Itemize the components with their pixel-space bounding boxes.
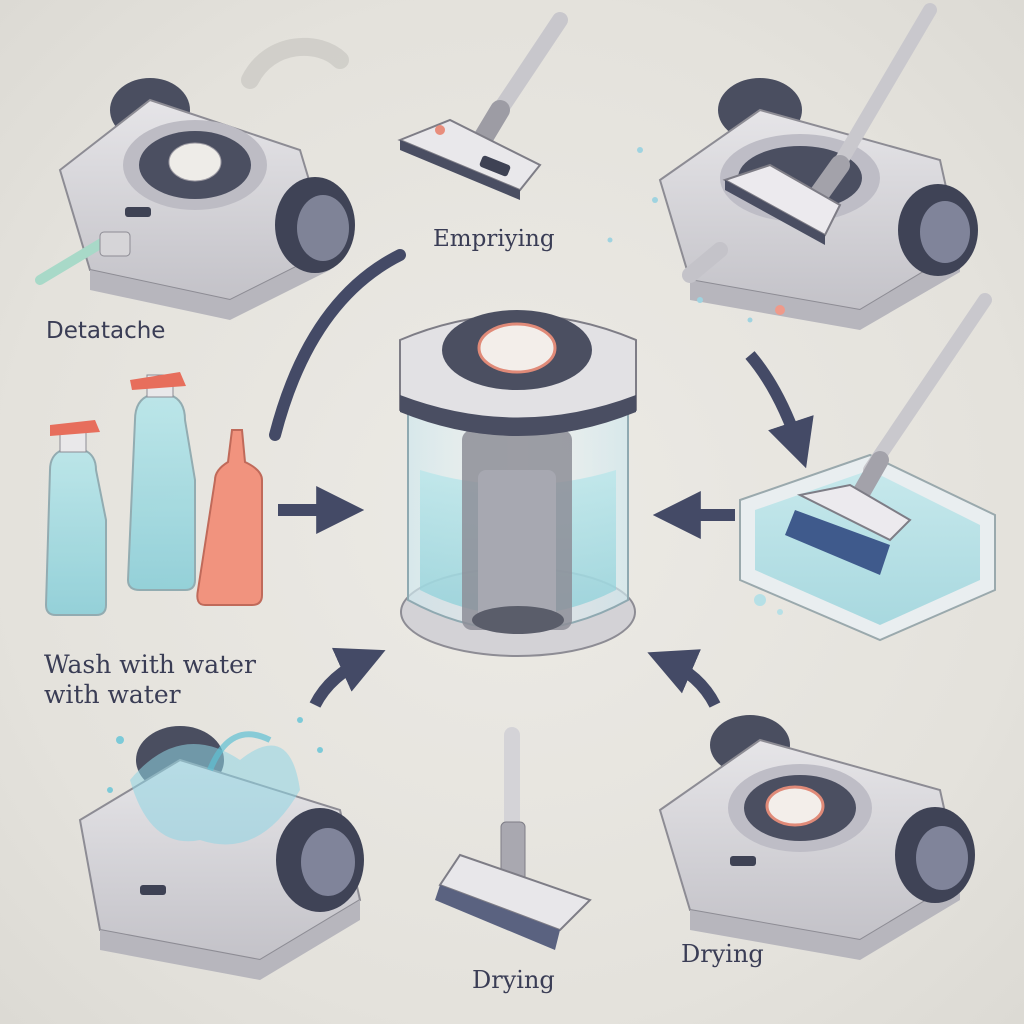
label-drying-bottom: Drying [472, 966, 555, 994]
label-emptying: Empriying [433, 226, 555, 252]
robot-vacuum-emptying [607, 3, 978, 330]
handheld-brush [435, 727, 592, 950]
arrow-curve-top-right [745, 351, 814, 469]
label-drying-right: Drying [681, 940, 764, 968]
label-wash-line2: with water [44, 680, 181, 709]
cleaning-bottles [44, 372, 263, 616]
arrow-curve-bottom-left [309, 647, 386, 708]
arrow-curve-bottom-right [647, 649, 721, 708]
robot-vacuum-drying [658, 715, 975, 960]
arrow-curve-top-left [269, 249, 406, 441]
cycle-arrows [269, 249, 814, 708]
label-detach: Detatache [46, 318, 166, 344]
robot-vacuum-washing [78, 717, 364, 980]
dust-container [399, 310, 637, 657]
robot-vacuum-detach [35, 37, 355, 320]
rinse-tray [739, 293, 996, 642]
label-wash-line1: Wash with water [44, 650, 256, 679]
vacuum-head-emptying [397, 12, 568, 200]
